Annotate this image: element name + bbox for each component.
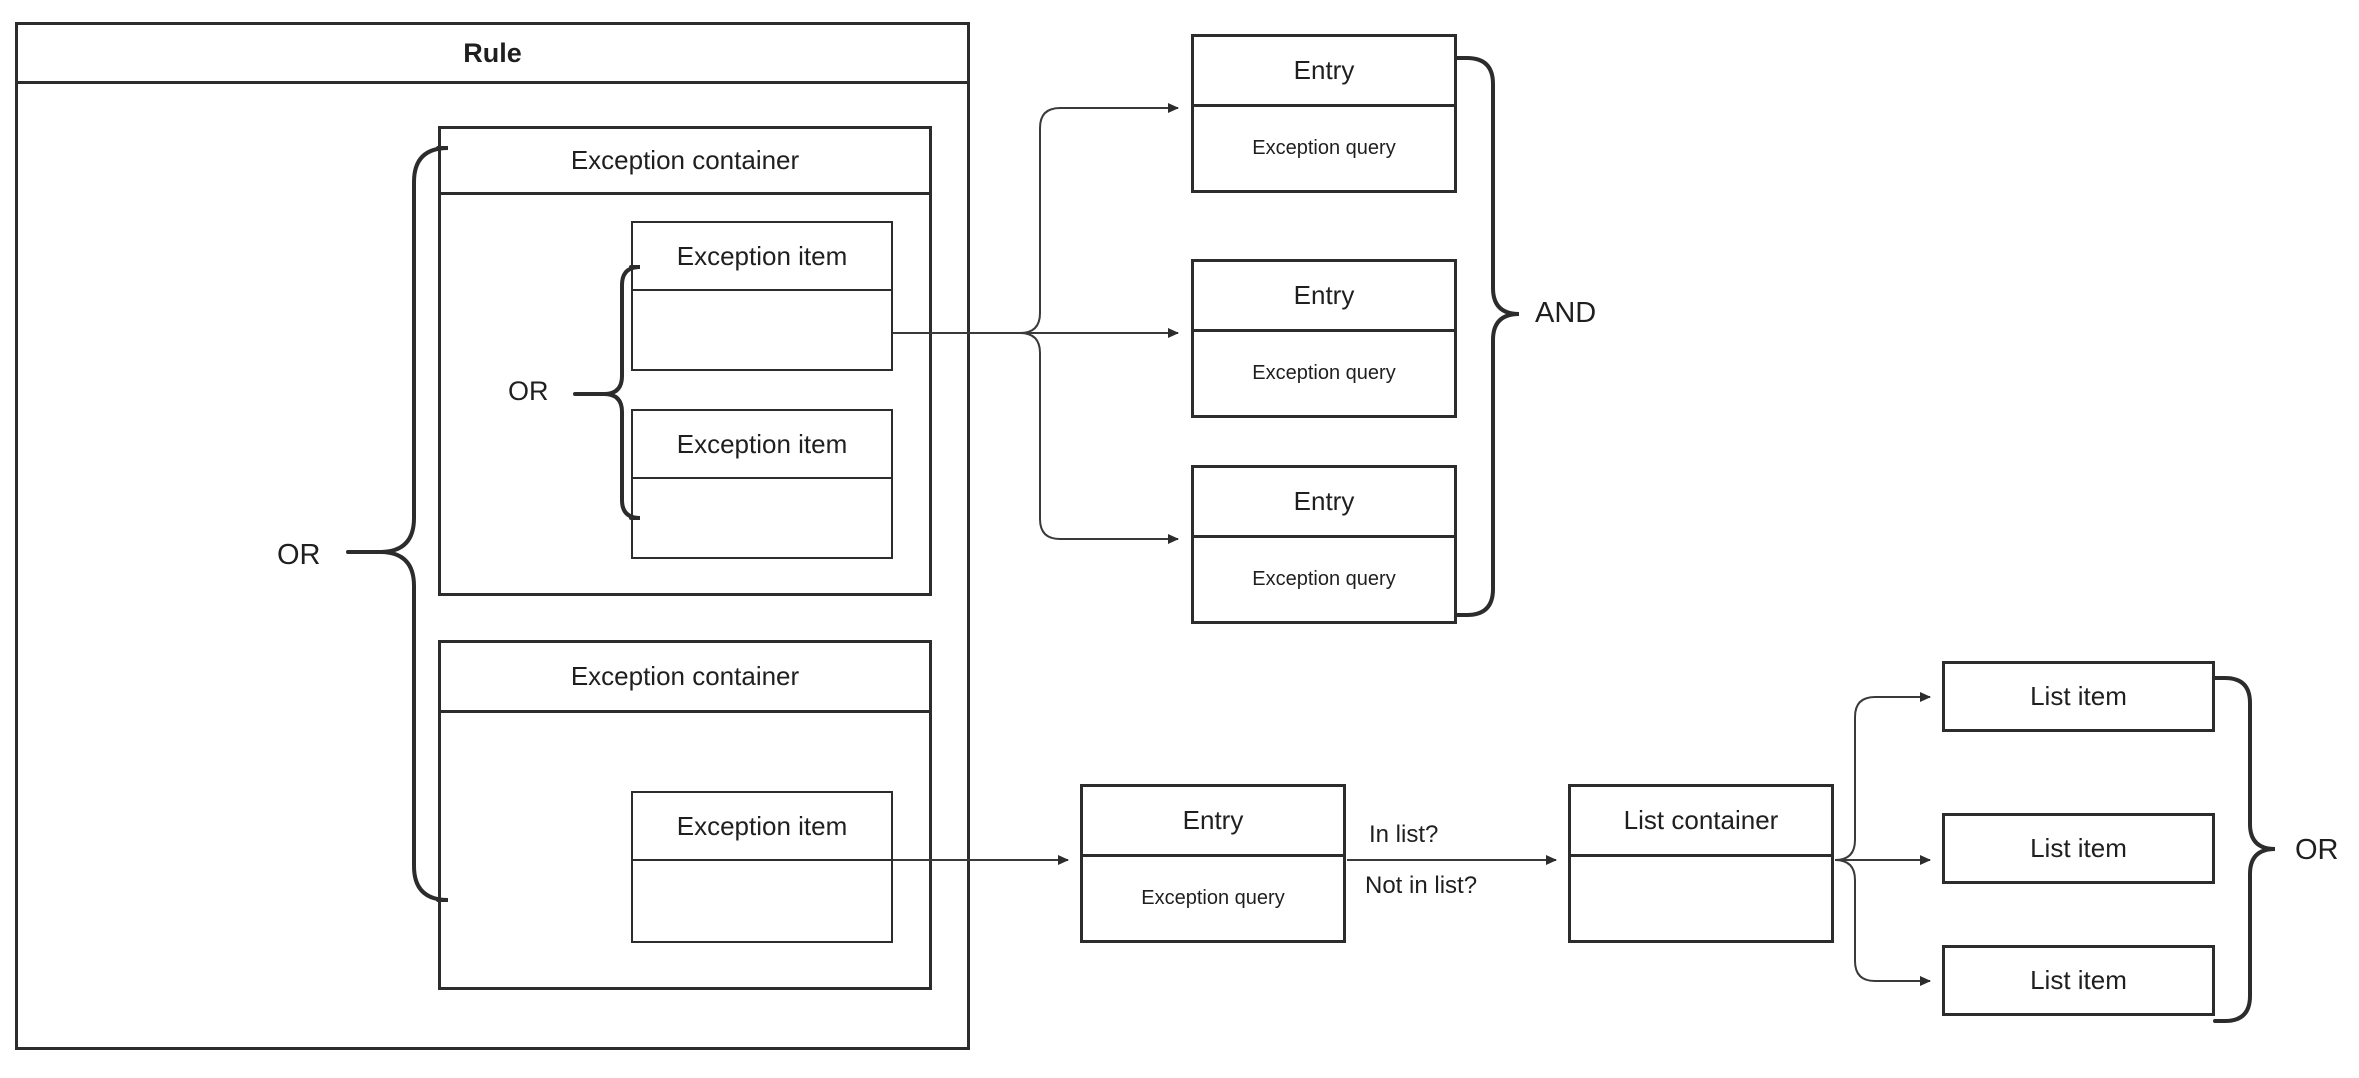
exception-item-2-title: Exception item bbox=[676, 428, 848, 459]
entry-box-1: Entry Exception query bbox=[1191, 34, 1457, 193]
entry-box-3-title: Entry bbox=[1293, 486, 1355, 516]
entry-box-1-body: Exception query bbox=[1194, 107, 1454, 190]
list-item-2: List item bbox=[1942, 813, 2215, 884]
exception-container-1-title: Exception container bbox=[570, 145, 800, 175]
rule-header: Rule bbox=[18, 25, 967, 84]
exception-item-3-body bbox=[633, 861, 891, 941]
entry-box-3-query: Exception query bbox=[1252, 568, 1396, 590]
not-in-list-text: Not in list? bbox=[1365, 872, 1478, 899]
exception-item-2: Exception item bbox=[631, 409, 893, 559]
inner-or-label: OR bbox=[508, 376, 549, 407]
list-fan-branch-bottom bbox=[1834, 859, 1931, 986]
exception-item-3-header: Exception item bbox=[633, 793, 891, 861]
list-item-1: List item bbox=[1942, 661, 2215, 732]
entry-box-2-header: Entry bbox=[1194, 262, 1454, 332]
entry-fan-branch-top bbox=[1019, 103, 1179, 334]
exception-item-2-body bbox=[633, 479, 891, 557]
entry-box-3-body: Exception query bbox=[1194, 538, 1454, 621]
edge-label-in-list: In list? bbox=[1369, 821, 1438, 849]
edge-label-not-in-list: Not in list? bbox=[1365, 872, 1477, 900]
entry-box-2: Entry Exception query bbox=[1191, 259, 1457, 418]
exception-item-3: Exception item bbox=[631, 791, 893, 943]
exception-item-2-header: Exception item bbox=[633, 411, 891, 479]
exception-item-1: Exception item bbox=[631, 221, 893, 371]
and-brace bbox=[1455, 56, 1520, 617]
list-container-box: List container bbox=[1568, 784, 1834, 943]
list-or-label: OR bbox=[2295, 834, 2339, 867]
list-entry-box: Entry Exception query bbox=[1080, 784, 1346, 943]
and-label: AND bbox=[1535, 297, 1596, 330]
list-entry-body: Exception query bbox=[1083, 857, 1343, 940]
list-or-brace bbox=[2213, 676, 2276, 1023]
entry-box-2-title: Entry bbox=[1293, 280, 1355, 310]
entry-box-1-title: Entry bbox=[1293, 55, 1355, 85]
list-item-3-label: List item bbox=[2030, 965, 2127, 995]
list-container-header: List container bbox=[1571, 787, 1831, 857]
outer-or-label: OR bbox=[277, 539, 321, 572]
inner-or-text: OR bbox=[508, 376, 549, 406]
outer-or-text: OR bbox=[277, 539, 321, 571]
list-container-title: List container bbox=[1623, 805, 1779, 835]
list-item-3: List item bbox=[1942, 945, 2215, 1016]
exception-item-3-title: Exception item bbox=[676, 810, 848, 841]
list-entry-query: Exception query bbox=[1141, 887, 1285, 909]
list-or-text: OR bbox=[2295, 834, 2339, 866]
list-container-body bbox=[1571, 857, 1831, 940]
exception-container-2-title: Exception container bbox=[570, 661, 800, 691]
list-fan-branch-top bbox=[1834, 692, 1931, 861]
exception-item-1-body bbox=[633, 291, 891, 369]
exception-container-2-header: Exception container bbox=[441, 643, 929, 713]
rule-title: Rule bbox=[463, 37, 522, 68]
entry-box-2-body: Exception query bbox=[1194, 332, 1454, 415]
list-entry-header: Entry bbox=[1083, 787, 1343, 857]
entry-box-2-query: Exception query bbox=[1252, 362, 1396, 384]
entry-box-3: Entry Exception query bbox=[1191, 465, 1457, 624]
entry-box-3-header: Entry bbox=[1194, 468, 1454, 538]
exception-container-1-header: Exception container bbox=[441, 129, 929, 195]
entry-box-1-query: Exception query bbox=[1252, 137, 1396, 159]
in-list-text: In list? bbox=[1369, 821, 1439, 848]
list-item-1-label: List item bbox=[2030, 681, 2127, 711]
exception-item-1-title: Exception item bbox=[676, 240, 848, 271]
and-text: AND bbox=[1535, 297, 1597, 329]
entry-fan-branch-bottom bbox=[1019, 332, 1179, 544]
exception-item-1-header: Exception item bbox=[633, 223, 891, 291]
list-item-2-label: List item bbox=[2030, 833, 2127, 863]
entry-box-1-header: Entry bbox=[1194, 37, 1454, 107]
list-entry-title: Entry bbox=[1182, 805, 1244, 835]
